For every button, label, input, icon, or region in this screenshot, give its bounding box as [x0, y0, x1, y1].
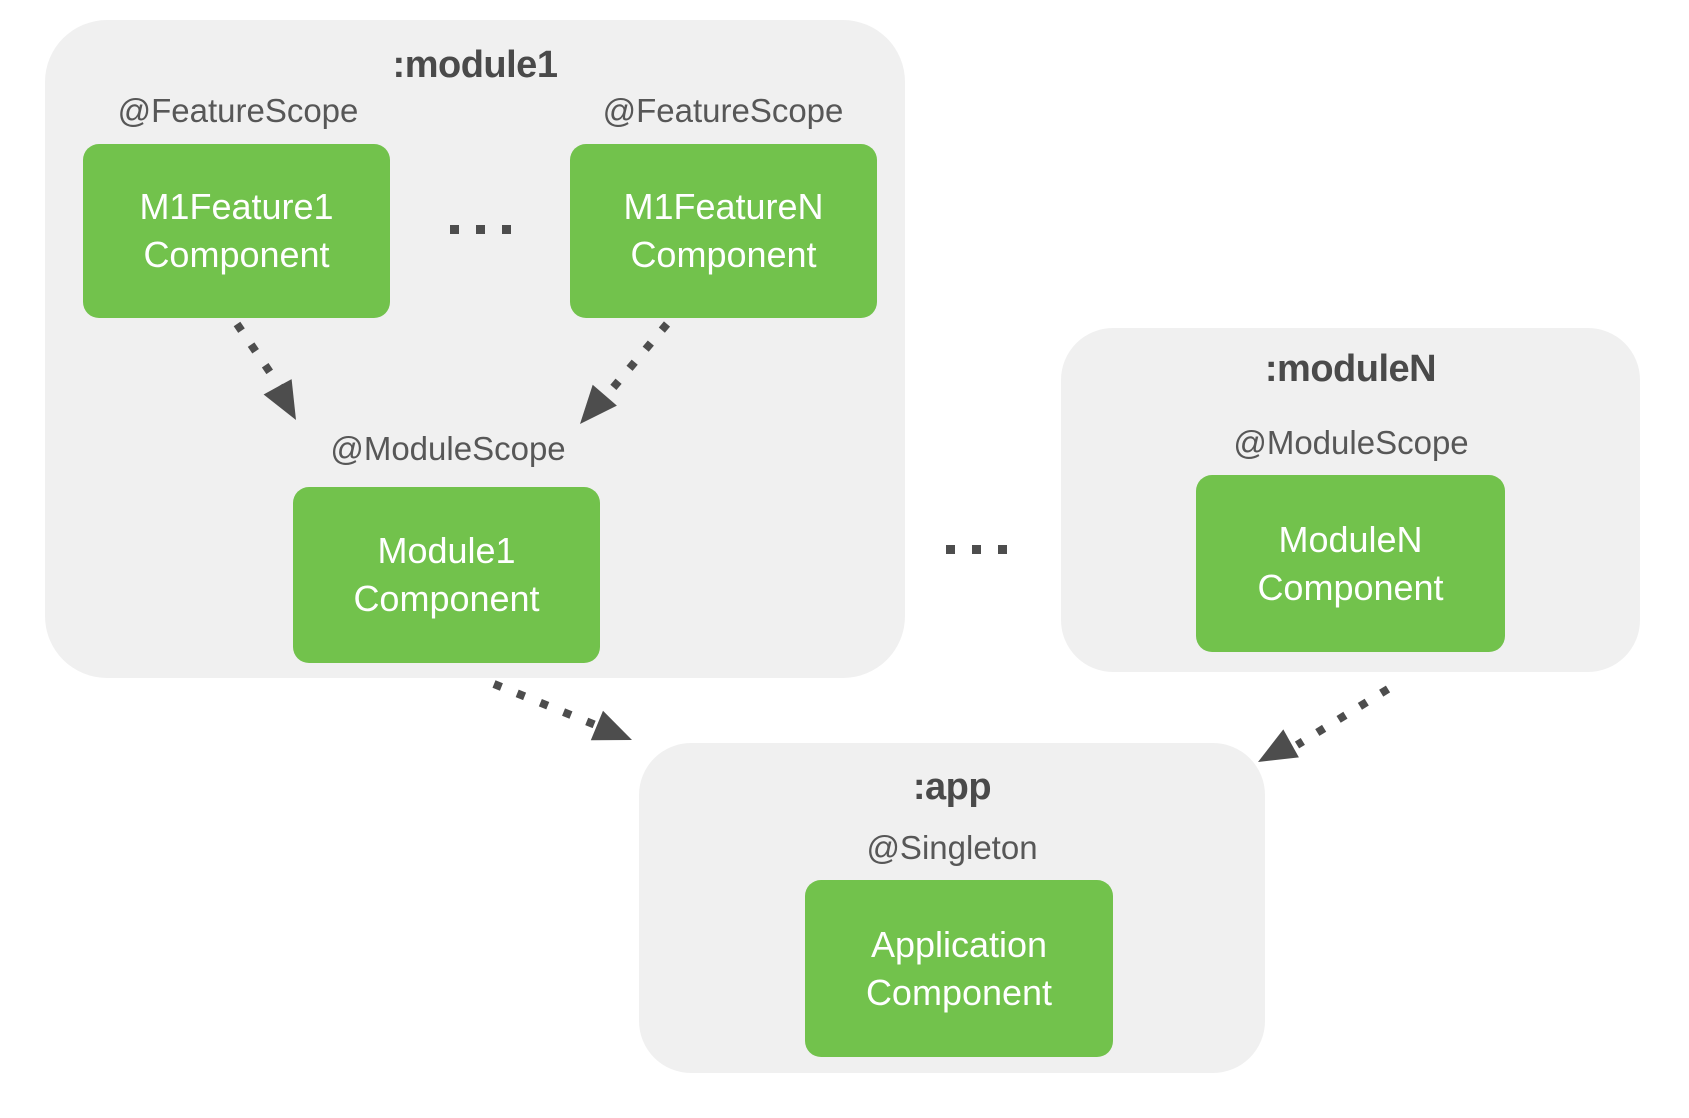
modulen-component-line2: Component: [1257, 566, 1444, 608]
ellipsis-dot: [998, 545, 1007, 554]
modulen-component-line1: ModuleN: [1278, 518, 1423, 560]
app-container: :app @Singleton Application Component: [639, 743, 1265, 1073]
arrow-line: [1294, 685, 1391, 749]
module1-component-box: Module1 Component: [293, 487, 600, 663]
ellipsis-dot: [502, 225, 511, 234]
arrowhead-icon: [1258, 729, 1299, 762]
ellipsis-dot: [972, 545, 981, 554]
application-component-line2: Component: [865, 971, 1053, 1013]
modules-ellipsis: [946, 545, 1007, 554]
m1feature1-component-line2: Component: [143, 234, 330, 275]
arrow-modulen-to-app: [1258, 685, 1391, 762]
ellipsis-dot: [450, 225, 459, 234]
module-scope-label-modulen: @ModuleScope: [1233, 424, 1469, 461]
module-scope-label-module1: @ModuleScope: [330, 430, 566, 467]
singleton-scope-label: @Singleton: [866, 829, 1038, 866]
modulen-component-box: ModuleN Component: [1196, 475, 1505, 652]
module1-title: :module1: [392, 44, 558, 86]
module1-component-line2: Component: [353, 578, 540, 619]
feature-scope-label-1: @FeatureScope: [117, 92, 359, 129]
m1featuren-component-box: M1FeatureN Component: [570, 144, 877, 318]
m1featuren-component-line1: M1FeatureN: [623, 186, 824, 228]
modulen-title: :moduleN: [1264, 348, 1437, 390]
m1feature1-component-line1: M1Feature1: [139, 186, 334, 228]
arrowhead-icon: [590, 710, 632, 741]
modulen-container: :moduleN @ModuleScope ModuleN Component: [1061, 328, 1640, 672]
module1-container: :module1 @FeatureScope @FeatureScope M1F…: [45, 20, 905, 678]
m1feature1-component-box: M1Feature1 Component: [83, 144, 390, 318]
features-ellipsis: [450, 225, 511, 234]
arrow-line: [492, 680, 600, 730]
module1-component-line1: Module1: [377, 530, 516, 572]
ellipsis-dot: [946, 545, 955, 554]
application-component-line1: Application: [870, 923, 1048, 965]
feature-scope-label-2: @FeatureScope: [602, 92, 844, 129]
arrow-module1-to-app: [492, 680, 632, 741]
ellipsis-dot: [476, 225, 485, 234]
m1featuren-component-line2: Component: [630, 234, 817, 275]
application-component-box: Application Component: [805, 880, 1113, 1057]
app-title: :app: [912, 766, 992, 808]
